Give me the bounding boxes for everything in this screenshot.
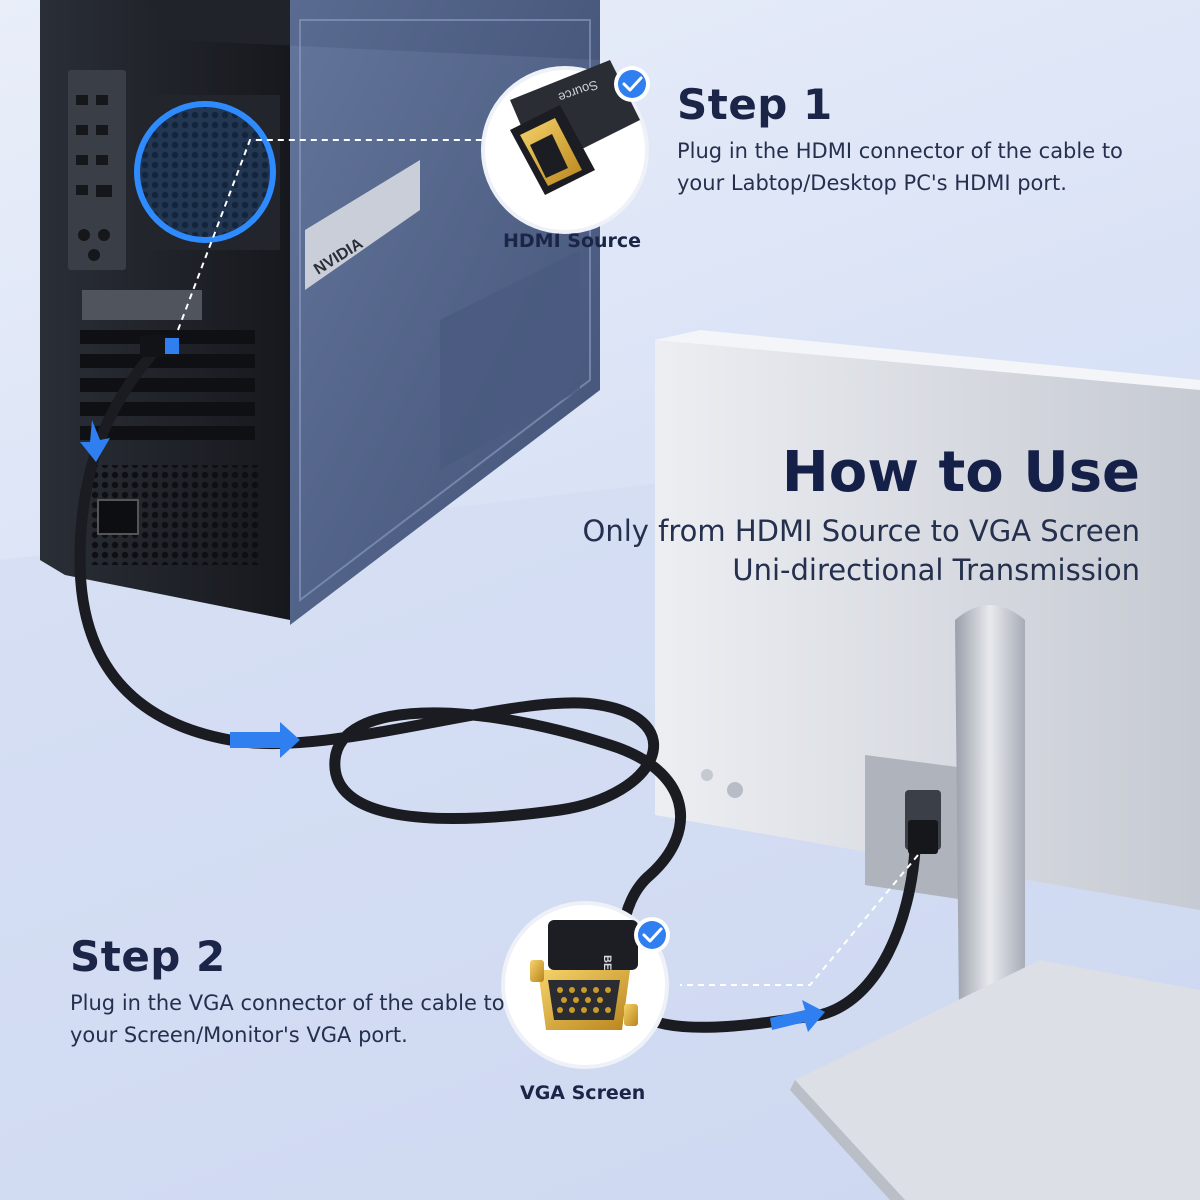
direction-arrow-icon: [770, 1000, 825, 1032]
monitor-back: [655, 340, 1200, 910]
monitor-stand-base: [795, 960, 1200, 1200]
io-panel: [68, 70, 126, 270]
check-badge-icon: [614, 66, 650, 102]
direction-arrow-icon: [230, 722, 300, 758]
how-to-use-line1: Only from HDMI Source to VGA Screen: [582, 514, 1141, 548]
leader-line-vga: [680, 854, 919, 986]
step1-title: Step 1: [677, 80, 833, 129]
step1-desc-line2: your Labtop/Desktop PC's HDMI port.: [677, 171, 1067, 195]
how-to-use-line2: Uni-directional Transmission: [732, 553, 1140, 587]
hdmi-connector-closeup: Source: [481, 60, 649, 234]
expansion-slots: [80, 330, 255, 440]
direction-arrow-icon: [80, 420, 110, 462]
vga-screen-caption: VGA Screen: [520, 1082, 646, 1104]
how-to-use-title: How to Use: [781, 440, 1140, 505]
hdmi-source-caption: HDMI Source: [503, 230, 642, 252]
check-badge-icon: [634, 917, 670, 953]
gpu-card: [305, 160, 420, 290]
step2-desc-line1: Plug in the VGA connector of the cable t…: [70, 991, 505, 1015]
case-fan: [134, 101, 276, 243]
vga-plug-on-monitor: [908, 820, 938, 854]
vga-connector-closeup: BENFEI: [501, 901, 669, 1069]
step1-desc-line1: Plug in the HDMI connector of the cable …: [677, 139, 1123, 163]
monitor: [655, 330, 1200, 1200]
step2-desc-line2: your Screen/Monitor's VGA port.: [70, 1023, 408, 1047]
step2-title: Step 2: [70, 932, 226, 981]
leader-line-hdmi: [177, 139, 505, 331]
gpu-io-bracket: [82, 290, 202, 320]
